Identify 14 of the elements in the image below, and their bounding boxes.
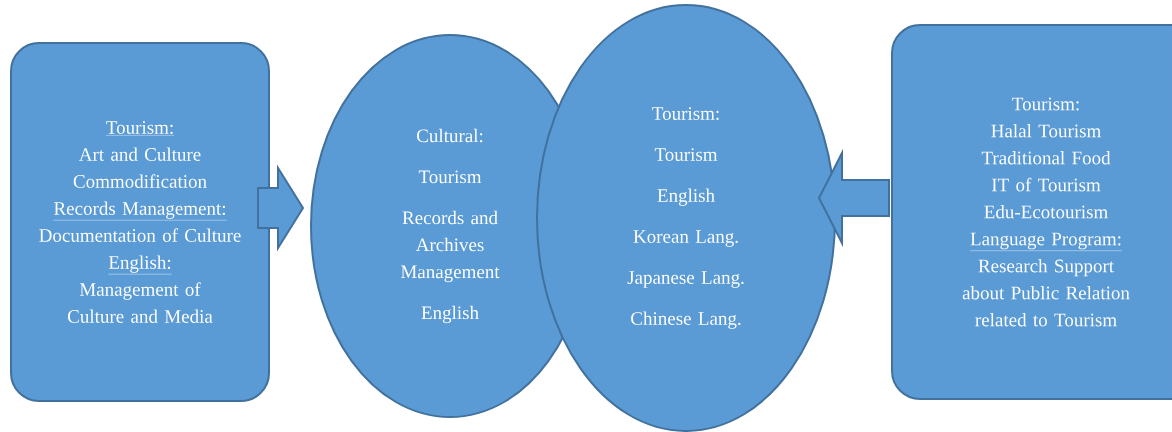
node-label: Cultural:: [417, 128, 483, 143]
rounded-box: Tourism: Halal Tourism Traditional Food IT of Tourism Edu-Ecotourism Language Program: Research Support about Public Relation related to Tourism: [891, 24, 1172, 400]
node-label: Tourism: [654, 148, 718, 161]
block-arrow: [817, 148, 890, 248]
block-arrow: [257, 164, 305, 252]
node-label: Japanese Lang.: [627, 271, 744, 288]
rounded-box: Tourism: Art and Culture Commodification Records Management: Documentation of Culture English: Management of Culture and Media: [10, 42, 270, 402]
node-label: Records and Archives Management: [400, 210, 500, 283]
node-label: Chinese Lang.: [631, 311, 741, 329]
node-label: English: [421, 305, 479, 324]
node-label: Tourism: [418, 170, 482, 184]
node-label: English: [657, 188, 715, 206]
node-label: Korean Lang.: [633, 230, 738, 247]
node-label: Tourism:: [652, 107, 719, 121]
